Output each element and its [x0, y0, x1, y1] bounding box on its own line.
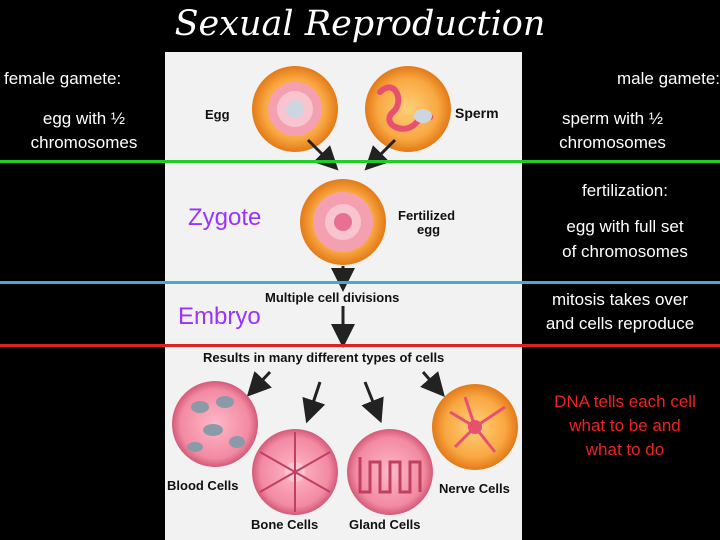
result-arrow-bone [302, 381, 326, 424]
sperm-label: Sperm [455, 105, 499, 121]
sperm-half-line-2: chromosomes [559, 133, 666, 152]
result-arrow-nerve [420, 371, 445, 398]
red-divider [0, 344, 720, 347]
mitosis-line-2: and cells reproduce [545, 314, 695, 333]
egg-half-line-2: chromosomes [30, 133, 138, 152]
nerve-cells [432, 384, 518, 470]
dna-line-3: what to do [585, 440, 665, 459]
fertilized-egg-cell [300, 179, 386, 265]
gland-cells [347, 429, 433, 515]
full-set-line-1: egg with full set [566, 217, 684, 236]
mitosis-line-1: mitosis takes over [551, 290, 689, 309]
reproduction-diagram: Egg Sperm Fertilized egg Multiple cell d… [167, 66, 518, 532]
sperm-half-line-1: sperm with ½ [561, 109, 664, 128]
egg-half-line-1: egg with ½ [42, 109, 126, 128]
dna-line-1: DNA tells each cell [554, 392, 696, 411]
female-gamete-text: female gamete: [4, 69, 122, 88]
sperm-cell [365, 66, 451, 152]
page-title: Sexual Reproduction [174, 4, 546, 44]
egg-cell [252, 66, 338, 152]
fertilized-label-1: Fertilized [398, 208, 455, 223]
title-background [160, 0, 520, 52]
results-label: Results in many different types of cells [203, 350, 444, 365]
result-arrow-gland [361, 381, 384, 424]
gland-label: Gland Cells [349, 517, 421, 532]
nerve-label: Nerve Cells [439, 481, 510, 496]
divisions-label: Multiple cell divisions [265, 290, 399, 305]
result-arrow-blood [246, 370, 272, 397]
egg-arrow [306, 138, 339, 171]
male-gamete-text: male gamete: [617, 69, 720, 88]
egg-label: Egg [205, 107, 230, 122]
embryo-label: Embryo [178, 303, 261, 330]
blood-label: Blood Cells [167, 478, 239, 493]
fertilized-label-2: egg [417, 222, 440, 237]
dna-line-2: what to be and [569, 416, 681, 435]
blue-divider [0, 281, 720, 284]
zygote-label: Zygote [188, 204, 262, 231]
fertilization-text: fertilization: [582, 181, 668, 200]
bone-cells [252, 429, 338, 515]
full-set-line-2: of chromosomes [562, 242, 688, 261]
sperm-arrow [364, 138, 397, 171]
blood-cells [172, 381, 258, 467]
bone-label: Bone Cells [251, 517, 318, 532]
green-divider [0, 160, 720, 163]
